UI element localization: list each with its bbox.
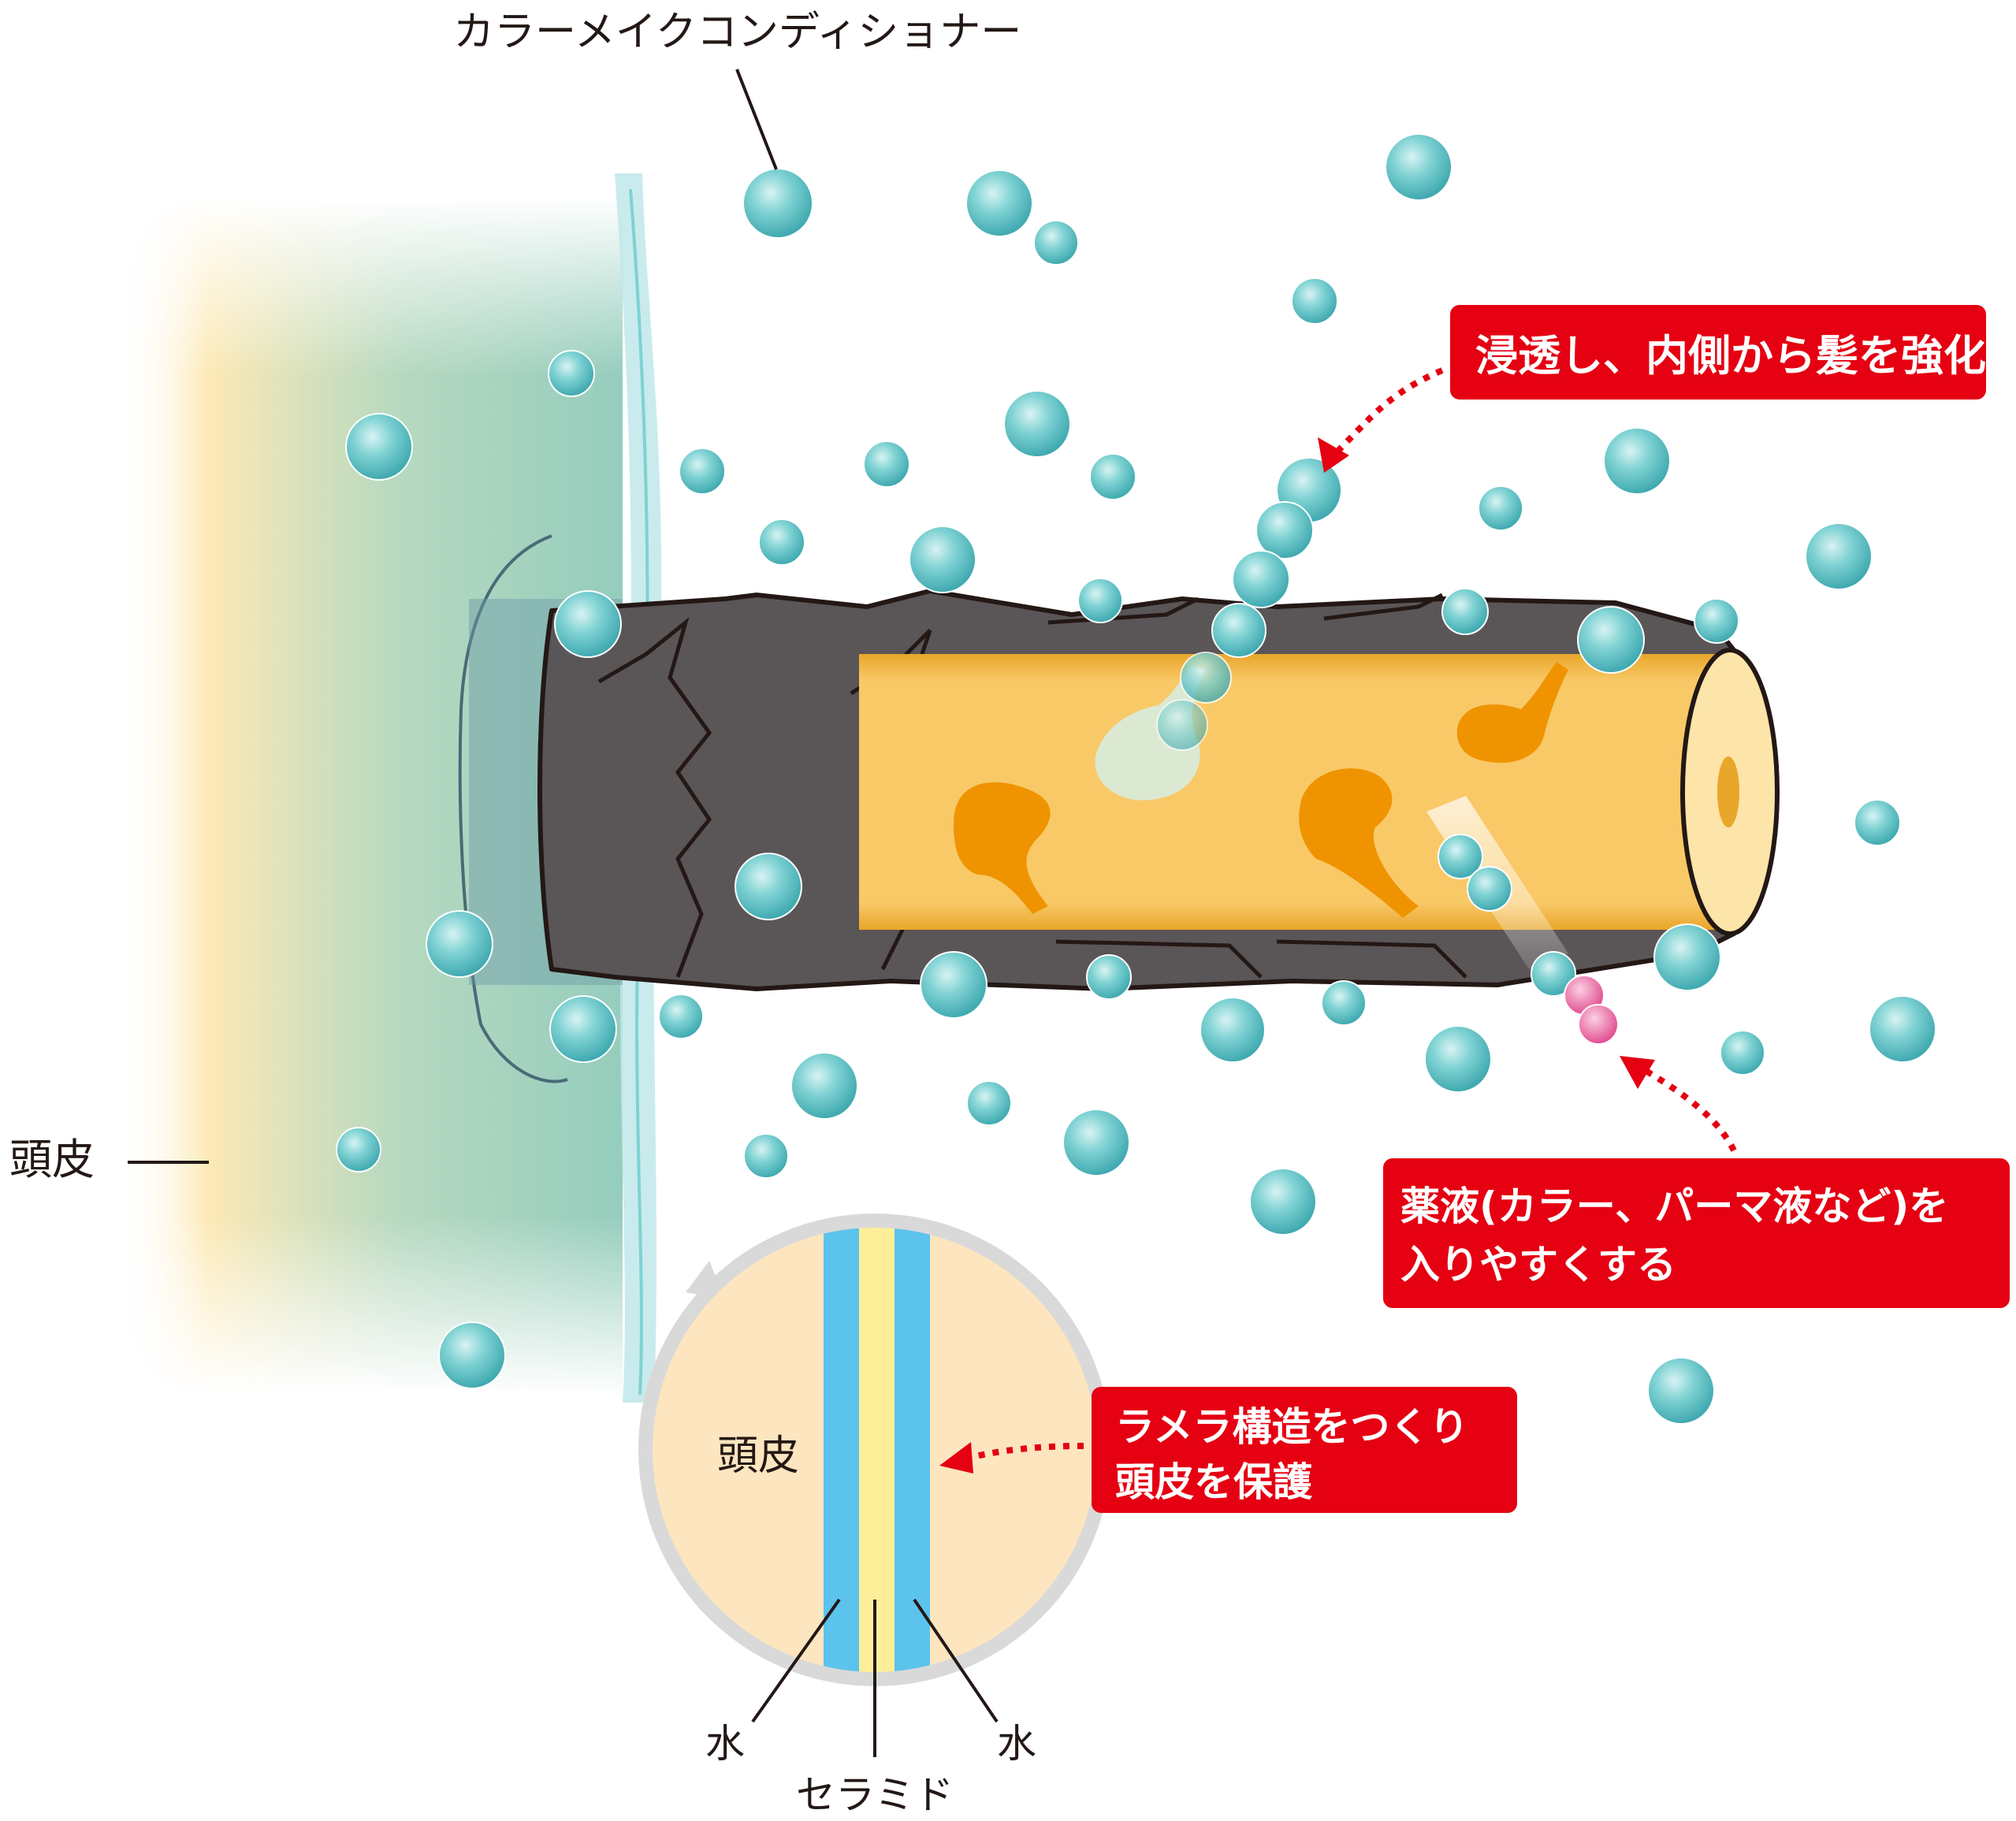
droplet xyxy=(1004,391,1070,457)
water-layer-left xyxy=(824,1221,859,1694)
chemical-drop xyxy=(1579,1005,1618,1044)
callout-chemical: 薬液(カラー、パーマ液など)を 入りやすくする xyxy=(1383,1056,2010,1308)
droplet xyxy=(1869,996,1936,1062)
droplet xyxy=(426,911,493,977)
callout-strengthen-text: 浸透し、内側から髪を強化 xyxy=(1475,331,1986,381)
droplet xyxy=(550,996,616,1062)
droplet xyxy=(549,351,594,396)
lamella-inset: 頭皮 水 セラミド 水 xyxy=(638,1213,1119,1818)
droplet xyxy=(1090,454,1136,500)
droplet xyxy=(1806,523,1872,589)
droplet xyxy=(791,1053,857,1119)
ceramide-label: セラミド xyxy=(796,1772,954,1818)
droplet xyxy=(1442,589,1488,634)
inset-scalp-label: 頭皮 xyxy=(717,1433,799,1480)
droplet xyxy=(679,448,725,494)
droplet xyxy=(337,1128,381,1172)
droplet xyxy=(1720,1031,1765,1075)
droplet xyxy=(1087,955,1131,999)
droplet xyxy=(1654,924,1720,990)
droplet xyxy=(1648,1358,1714,1424)
droplet xyxy=(439,1322,505,1388)
droplet xyxy=(1386,134,1452,200)
scalp-label: 頭皮 xyxy=(9,1135,95,1184)
droplet xyxy=(1578,607,1644,673)
droplet xyxy=(759,519,805,565)
droplet xyxy=(1479,486,1523,530)
droplet xyxy=(909,526,976,593)
callout-chemical-line2: 入りやすくする xyxy=(1400,1242,1676,1288)
droplet xyxy=(967,1081,1011,1125)
callout-lamella-line1: ラメラ構造をつくり xyxy=(1115,1404,1469,1450)
droplet xyxy=(1425,1026,1491,1092)
droplet xyxy=(346,414,412,480)
droplet xyxy=(1200,998,1265,1062)
droplet xyxy=(1694,599,1739,643)
droplet xyxy=(966,170,1032,236)
droplet xyxy=(1181,652,1231,703)
water-label-left: 水 xyxy=(705,1721,745,1767)
droplet xyxy=(1256,502,1313,559)
droplet xyxy=(921,952,987,1018)
water-layer-right xyxy=(895,1221,930,1694)
callout-chemical-line1: 薬液(カラー、パーマ液など)を xyxy=(1400,1184,1948,1229)
droplet xyxy=(1250,1169,1316,1235)
droplet xyxy=(1078,578,1122,622)
droplet xyxy=(864,441,909,487)
droplet xyxy=(1233,551,1289,608)
callout-lamella-line2: 頭皮を保護 xyxy=(1115,1459,1313,1505)
droplet xyxy=(1322,981,1366,1025)
droplet xyxy=(735,853,802,920)
droplet xyxy=(743,169,813,238)
droplet xyxy=(1854,800,1900,845)
conditioner-label-group: カラーメイクコンディショナー xyxy=(453,9,1021,169)
ceramide-layer xyxy=(859,1221,895,1694)
droplet xyxy=(555,591,621,657)
droplet xyxy=(1212,604,1266,657)
droplet xyxy=(1467,867,1512,911)
water-label-right: 水 xyxy=(997,1721,1036,1767)
droplet xyxy=(1034,221,1078,265)
droplet xyxy=(744,1134,788,1178)
droplet xyxy=(1604,428,1670,494)
droplet xyxy=(1292,278,1337,324)
conditioner-label: カラーメイクコンディショナー xyxy=(453,9,1021,56)
droplet xyxy=(659,994,703,1039)
droplet xyxy=(1063,1109,1129,1176)
droplet xyxy=(1157,700,1207,750)
